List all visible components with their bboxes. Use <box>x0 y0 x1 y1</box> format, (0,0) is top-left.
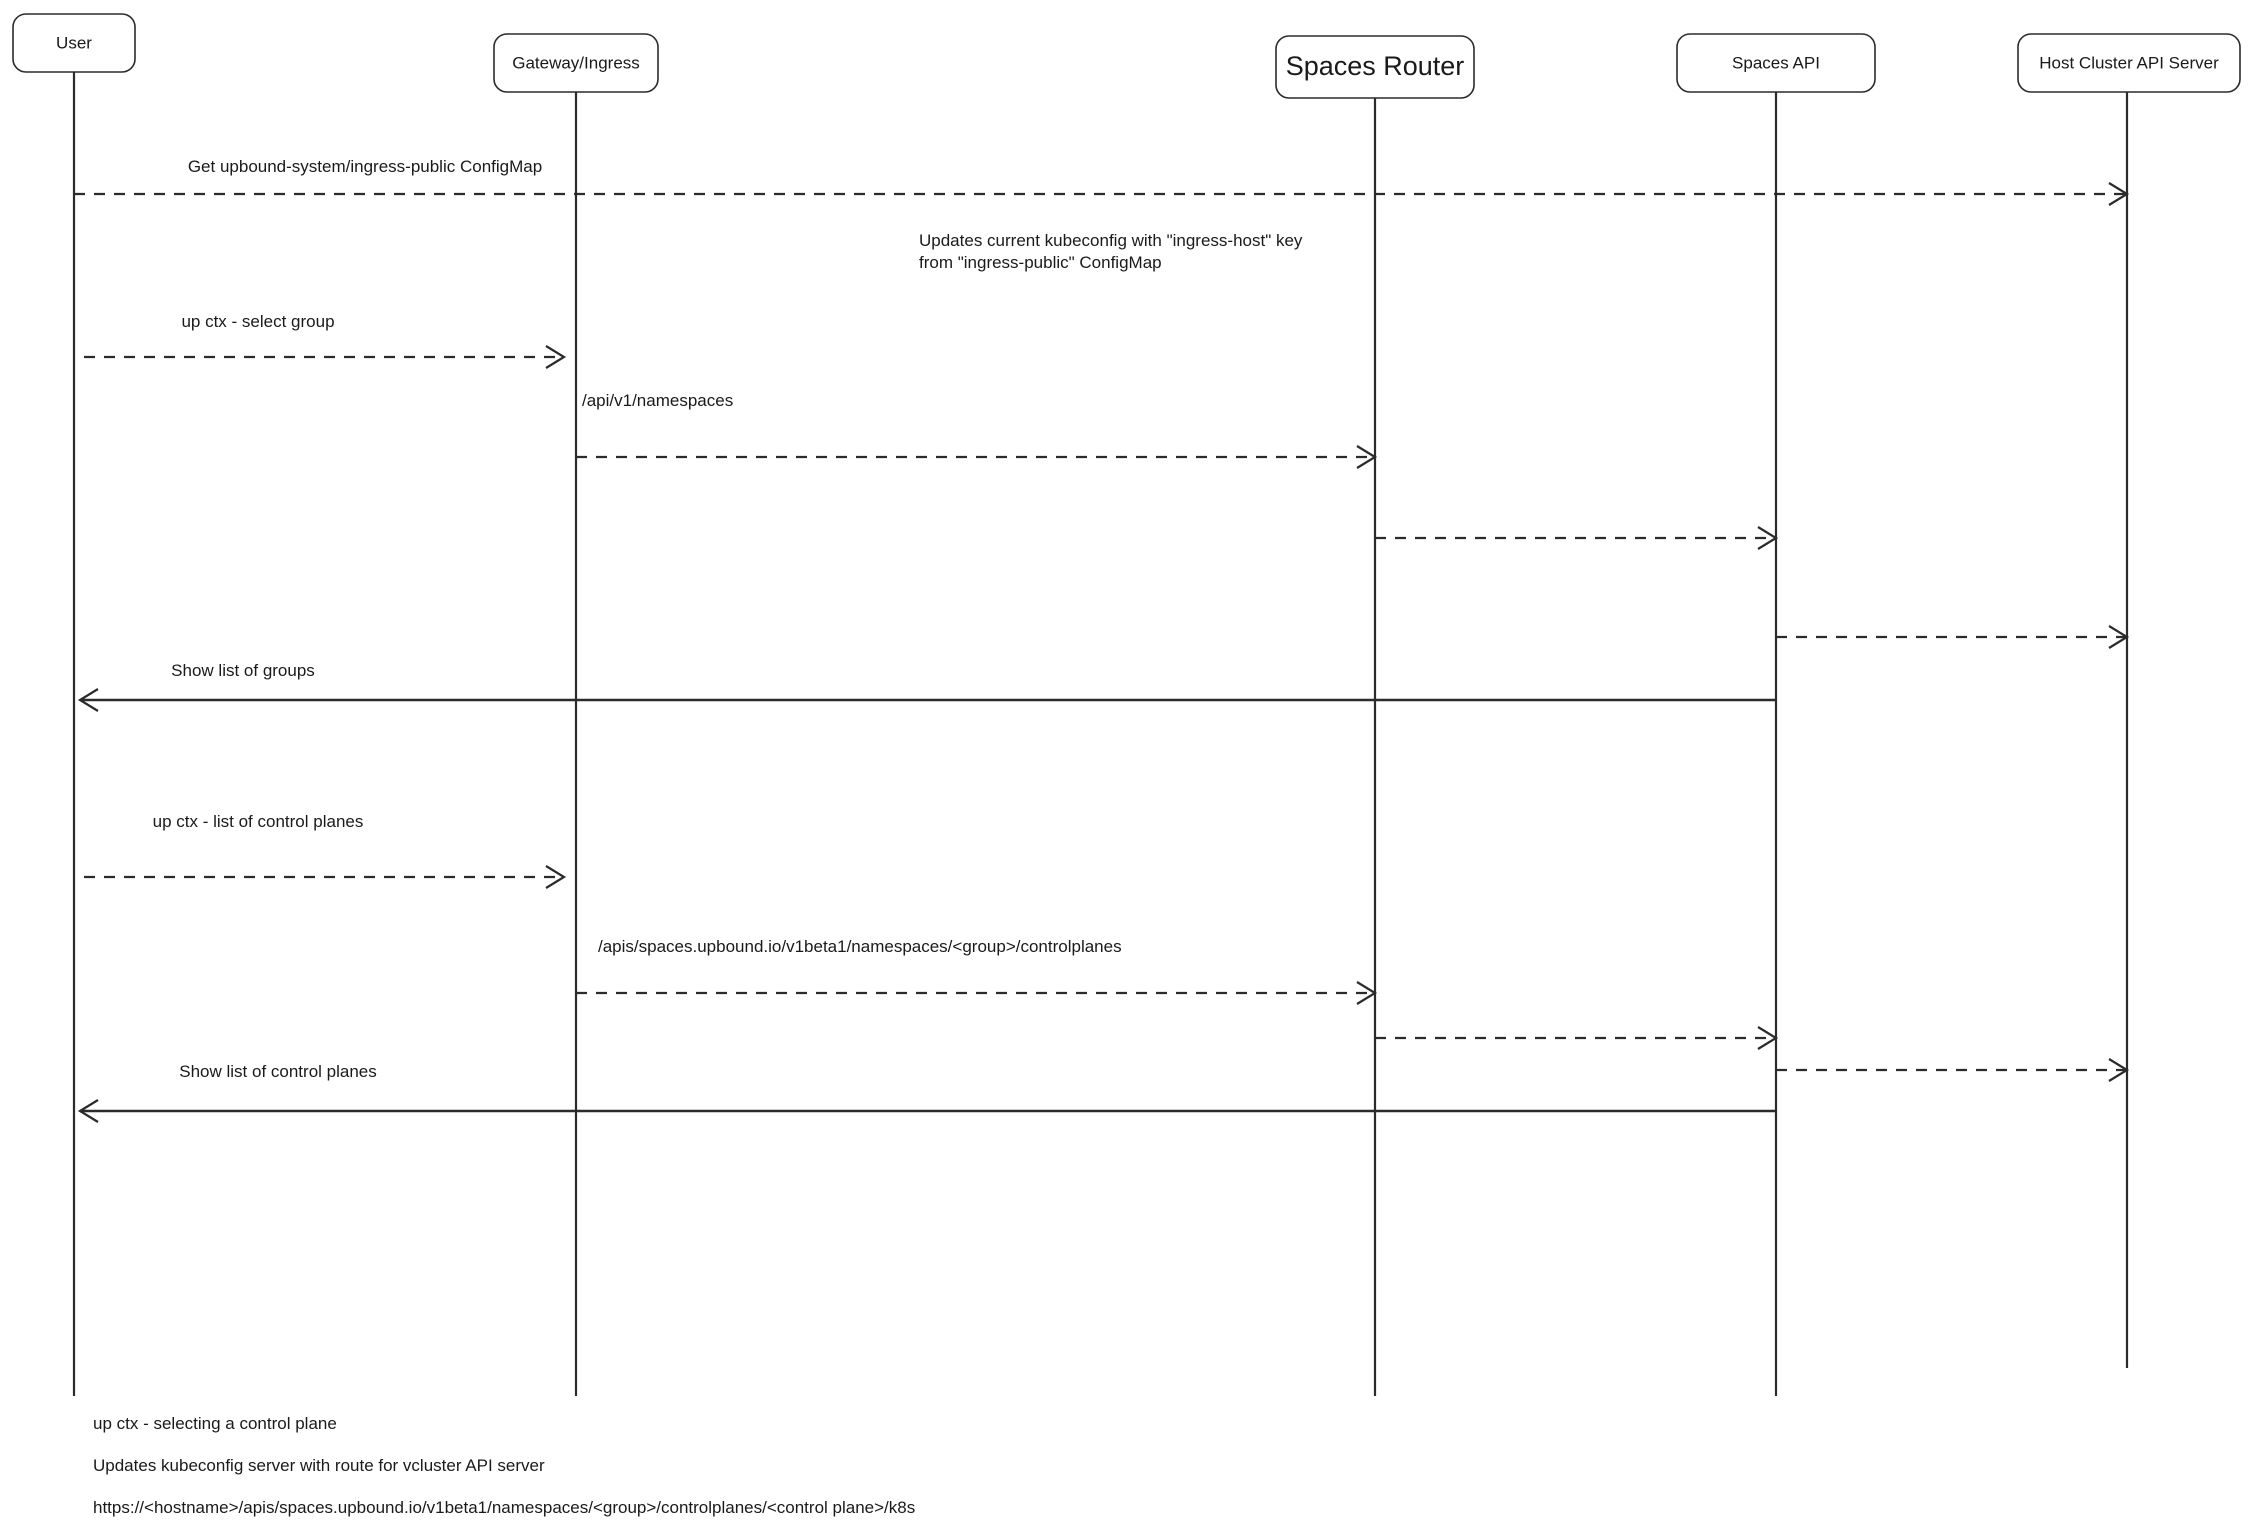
msg-router-to-spaces-api-arrowhead <box>1757 526 1779 550</box>
actor-label-spaces-router: Spaces Router <box>1286 51 1465 81</box>
actor-box-spaces-api <box>1676 33 1876 93</box>
msg-api-v1-namespaces-arrowhead <box>1356 445 1378 469</box>
msg-controlplanes-endpoint-label: /apis/spaces.upbound.io/v1beta1/namespac… <box>598 937 1122 956</box>
msg-spaces-api-to-host-2 <box>1776 1058 2130 1082</box>
actor-label-gateway: Gateway/Ingress <box>512 53 640 72</box>
note-updates-kubeconfig: Updates current kubeconfig with "ingress… <box>919 231 1303 272</box>
msg-spaces-api-to-host-arrowhead <box>2108 625 2130 649</box>
msg-show-list-of-groups-label: Show list of groups <box>171 661 315 680</box>
msg-up-ctx-select-group-label: up ctx - select group <box>181 312 334 331</box>
actor-label-user: User <box>56 33 92 52</box>
actor-label-spaces-api: Spaces API <box>1732 53 1820 72</box>
footer-line-1: Updates kubeconfig server with route for… <box>93 1456 545 1475</box>
messages-layer: Get upbound-system/ingress-public Config… <box>74 157 2130 1123</box>
msg-controlplanes-endpoint-arrowhead <box>1356 981 1378 1005</box>
msg-api-v1-namespaces: /api/v1/namespaces <box>576 391 1378 469</box>
msg-get-configmap-label: Get upbound-system/ingress-public Config… <box>188 157 542 176</box>
msg-show-list-of-control-planes-label: Show list of control planes <box>179 1062 377 1081</box>
actor-gateway[interactable]: Gateway/Ingress <box>493 33 659 93</box>
footer-line-2: https://<hostname>/apis/spaces.upbound.i… <box>93 1498 915 1517</box>
msg-up-ctx-select-group-arrowhead <box>545 345 567 369</box>
msg-up-ctx-list-control-planes: up ctx - list of control planes <box>84 812 567 889</box>
msg-show-list-of-control-planes: Show list of control planes <box>77 1062 1776 1123</box>
msg-get-configmap: Get upbound-system/ingress-public Config… <box>74 157 2130 206</box>
msg-up-ctx-list-control-planes-label: up ctx - list of control planes <box>153 812 364 831</box>
note-updates-kubeconfig-line-1: from "ingress-public" ConfigMap <box>919 253 1162 272</box>
msg-router-to-spaces-api-2 <box>1375 1026 1779 1050</box>
actor-spaces-router[interactable]: Spaces Router <box>1275 35 1475 99</box>
actor-box-gateway <box>493 33 659 93</box>
footer-layer: up ctx - selecting a control planeUpdate… <box>93 1414 915 1517</box>
msg-show-list-of-groups: Show list of groups <box>77 661 1776 712</box>
note-updates-kubeconfig-line-0: Updates current kubeconfig with "ingress… <box>919 231 1303 250</box>
msg-up-ctx-list-control-planes-arrowhead <box>545 865 567 889</box>
msg-router-to-spaces-api-2-arrowhead <box>1757 1026 1779 1050</box>
actor-box-spaces-router <box>1275 35 1475 99</box>
actor-host-cluster-api[interactable]: Host Cluster API Server <box>2017 33 2241 93</box>
notes-layer: Updates current kubeconfig with "ingress… <box>919 231 1303 272</box>
actor-box-user <box>12 13 136 73</box>
msg-spaces-api-to-host <box>1776 625 2130 649</box>
lifelines-layer <box>72 72 2129 1396</box>
msg-get-configmap-arrowhead <box>2108 182 2130 206</box>
actor-label-host-cluster-api: Host Cluster API Server <box>2039 53 2219 72</box>
msg-up-ctx-select-group: up ctx - select group <box>84 312 567 369</box>
msg-controlplanes-endpoint: /apis/spaces.upbound.io/v1beta1/namespac… <box>576 937 1378 1005</box>
actor-spaces-api[interactable]: Spaces API <box>1676 33 1876 93</box>
msg-api-v1-namespaces-label: /api/v1/namespaces <box>582 391 733 410</box>
actor-user[interactable]: User <box>12 13 136 73</box>
actor-box-host-cluster-api <box>2017 33 2241 93</box>
msg-show-list-of-groups-arrowhead <box>77 688 99 712</box>
msg-router-to-spaces-api <box>1375 526 1779 550</box>
msg-spaces-api-to-host-2-arrowhead <box>2108 1058 2130 1082</box>
msg-show-list-of-control-planes-arrowhead <box>77 1099 99 1123</box>
footer-line-0: up ctx - selecting a control plane <box>93 1414 337 1433</box>
